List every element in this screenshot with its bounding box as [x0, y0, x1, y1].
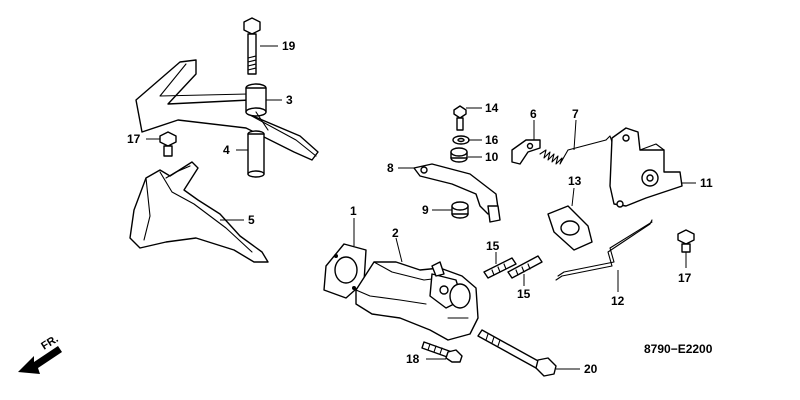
- callout-14: 14: [485, 101, 499, 115]
- part-13-gasket: [547, 205, 593, 251]
- callout-8: 8: [387, 161, 394, 175]
- callout-20: 20: [584, 362, 598, 376]
- part-3-upper-bracket: [135, 59, 319, 161]
- callout-5: 5: [248, 213, 255, 227]
- part-5-lower-bracket: [129, 161, 269, 263]
- part-19-bolt: [243, 17, 261, 75]
- callout-11: 11: [700, 176, 713, 190]
- part-11-control-plate: [609, 127, 683, 208]
- callout-1: 1: [350, 204, 357, 218]
- part-10-nut: [450, 147, 468, 163]
- callout-13: 13: [568, 174, 582, 188]
- callout-10: 10: [485, 150, 499, 164]
- part-4-collar: [247, 130, 265, 178]
- callout-2: 2: [392, 226, 399, 240]
- part-18-bolt: [421, 341, 463, 363]
- part-9-nut: [451, 201, 469, 219]
- callout-17-right: 17: [678, 271, 692, 285]
- callout-6: 6: [530, 107, 537, 121]
- callout-18: 18: [406, 352, 420, 366]
- part-6-spring-clip: [511, 139, 541, 165]
- callout-16: 16: [485, 133, 499, 147]
- part-20-long-bolt: [477, 329, 557, 377]
- callout-19: 19: [282, 39, 296, 53]
- part-8-lever: [413, 163, 501, 223]
- callout-17-left: 17: [127, 132, 141, 146]
- callout-4: 4: [223, 143, 230, 157]
- part-14-bolt: [453, 105, 467, 131]
- callout-15-b: 15: [517, 287, 531, 301]
- part-17-bolt-right: [677, 229, 695, 253]
- part-2-throttle-body: [355, 261, 479, 341]
- part-12-control-rod: [555, 219, 653, 281]
- front-direction-arrow: FR.: [18, 333, 62, 374]
- callout-9: 9: [422, 203, 429, 217]
- diagram-code: 8790−E2200: [644, 342, 713, 356]
- part-16-washer: [452, 135, 470, 145]
- callouts: 19 3 4 17 5 1 2 14 16 10 8 9 6 7 11 13 1…: [127, 39, 713, 376]
- callout-3: 3: [286, 93, 293, 107]
- part-17-bolt-left: [159, 131, 177, 157]
- part-15-studs: [483, 255, 543, 279]
- callout-15-a: 15: [486, 239, 500, 253]
- part-7-spring: [539, 135, 613, 165]
- leader-lines: [146, 45, 696, 370]
- callout-12: 12: [611, 294, 625, 308]
- callout-7: 7: [572, 107, 579, 121]
